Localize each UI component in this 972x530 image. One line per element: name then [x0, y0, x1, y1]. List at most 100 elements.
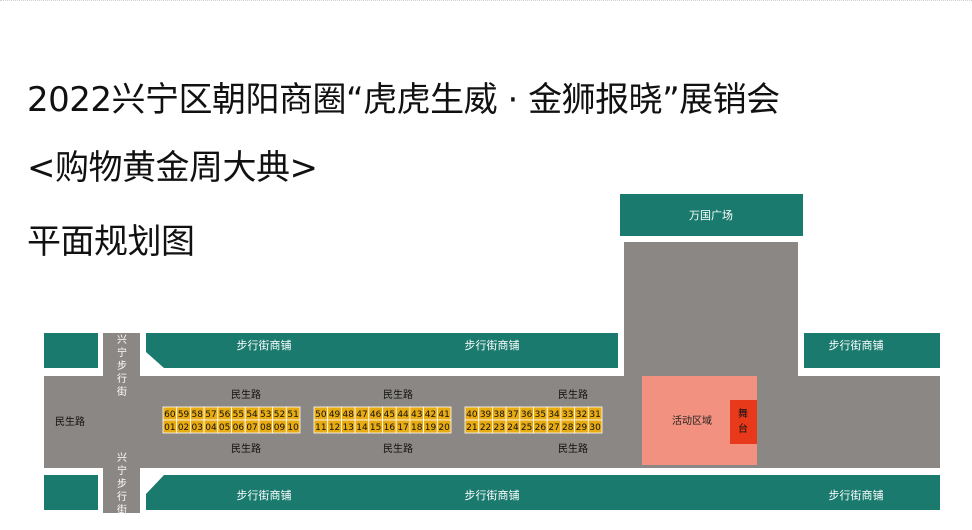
stall-number: 09: [274, 423, 286, 433]
road-label: 民生路: [558, 388, 588, 401]
stall-cell: [285, 419, 301, 434]
shop-block-bottom-main: [146, 475, 940, 510]
stall-number: 58: [192, 410, 204, 420]
stall-number: 41: [438, 410, 449, 420]
shop-label: 步行街商铺: [237, 338, 292, 352]
road-label: 民生路: [383, 442, 413, 455]
stall-number: 24: [507, 423, 519, 433]
wanguo-plaza-block: [620, 194, 803, 236]
stall-number: 01: [164, 423, 175, 433]
shop-block-top-right: [804, 333, 940, 368]
stage-label-char: 舞: [738, 408, 748, 420]
stall-number: 49: [329, 410, 341, 420]
stall-number: 21: [466, 423, 477, 433]
shop-label: 步行街商铺: [829, 488, 884, 502]
stall-number: 55: [233, 410, 244, 420]
stall-cell: [436, 419, 452, 434]
stall-number: 39: [480, 410, 492, 420]
activity-area-label: 活动区域: [672, 414, 712, 427]
stall-number: 59: [178, 410, 190, 420]
street-char: 街: [117, 385, 127, 398]
street-char: 兴: [117, 334, 127, 346]
stall-number: 14: [356, 423, 368, 433]
shop-label: 步行街商铺: [829, 338, 884, 352]
shop-label: 步行街商铺: [237, 488, 292, 502]
stage-label-char: 台: [738, 422, 748, 435]
road-label: 民生路: [231, 442, 261, 455]
stall-number: 36: [521, 410, 533, 420]
shop-label: 步行街商铺: [465, 488, 520, 502]
stall-number: 02: [178, 423, 189, 433]
shop-block-top-mid: [146, 333, 618, 368]
stall-number: 33: [562, 410, 573, 420]
stall-number: 04: [205, 423, 217, 433]
stall-number: 51: [287, 410, 298, 420]
stall-number: 31: [589, 410, 600, 420]
street-char: 宁: [117, 464, 127, 477]
stall-number: 32: [576, 410, 587, 420]
stall-number: 57: [205, 410, 216, 420]
stall-number: 17: [397, 423, 408, 433]
shop-block-bottom-left: [44, 475, 98, 510]
stall-number: 56: [219, 410, 231, 420]
stall-number: 15: [370, 423, 381, 433]
stall-number: 26: [535, 423, 547, 433]
stall-number: 07: [246, 423, 257, 433]
stall-number: 37: [507, 410, 518, 420]
road-label: 民生路: [383, 388, 413, 401]
road-label: 民生路: [558, 442, 588, 455]
stall-number: 43: [411, 410, 422, 420]
stall-number: 03: [192, 423, 203, 433]
stall-number: 34: [548, 410, 560, 420]
road-label: 民生路: [231, 388, 261, 401]
street-label-bottom: 兴 宁 步 行 街: [117, 452, 127, 516]
stall-number: 28: [562, 423, 574, 433]
stall-number: 22: [480, 423, 491, 433]
page-subtitle: <购物黄金周大典>: [27, 148, 318, 188]
stall-number: 45: [384, 410, 395, 420]
stall-number: 16: [384, 423, 396, 433]
stall-number: 30: [589, 423, 601, 433]
stall-number: 18: [411, 423, 423, 433]
street-char: 宁: [117, 346, 127, 359]
stall-number: 38: [494, 410, 506, 420]
stall-number: 06: [233, 423, 245, 433]
stall-number: 53: [260, 410, 271, 420]
street-char: 行: [117, 490, 127, 503]
stall-number: 29: [576, 423, 588, 433]
street-char: 步: [117, 478, 127, 490]
wanguo-plaza-label: 万国广场: [689, 208, 733, 222]
stall-number: 44: [397, 410, 409, 420]
plaza-approach: [624, 242, 798, 377]
top-dotted-line: [0, 0, 972, 1]
plan-heading: 平面规划图: [27, 222, 195, 262]
stall-number: 05: [219, 423, 230, 433]
street-char: 街: [117, 503, 127, 516]
stall-cell: [587, 419, 603, 434]
stall-number: 20: [438, 423, 450, 433]
street-char: 步: [117, 360, 127, 372]
stall-number: 08: [260, 423, 272, 433]
stall-number: 12: [329, 423, 340, 433]
stall-number: 10: [287, 423, 299, 433]
stall-number: 47: [356, 410, 367, 420]
stall-number: 27: [548, 423, 559, 433]
street-char: 兴: [117, 452, 127, 464]
cross-street: [103, 333, 140, 513]
road-label: 民生路: [55, 415, 85, 428]
stall-number: 35: [535, 410, 546, 420]
stall-number: 52: [274, 410, 285, 420]
stall-number: 46: [370, 410, 382, 420]
stall-number: 19: [425, 423, 437, 433]
stall-number: 23: [494, 423, 505, 433]
stall-number: 54: [246, 410, 258, 420]
stage: [730, 400, 757, 444]
street-char: 行: [117, 372, 127, 385]
stall-number: 11: [315, 423, 326, 433]
stall-number: 48: [343, 410, 355, 420]
stall-number: 25: [521, 423, 532, 433]
stall-number: 60: [164, 410, 176, 420]
stall-number: 40: [466, 410, 478, 420]
